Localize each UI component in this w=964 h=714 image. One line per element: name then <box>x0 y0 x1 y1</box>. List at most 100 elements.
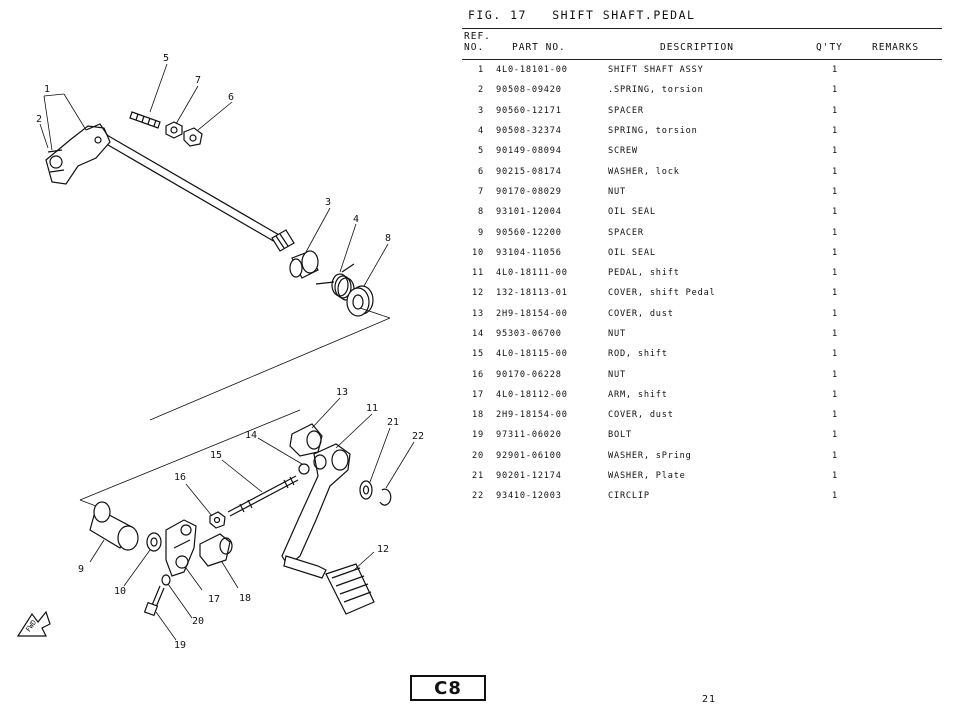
ref-number: 9 <box>478 227 484 238</box>
callout-7: 7 <box>195 75 201 86</box>
part-description: WASHER, sPring <box>608 450 692 461</box>
page-number: 21 <box>702 694 717 705</box>
callout-10: 10 <box>114 586 126 597</box>
quantity: 1 <box>832 207 838 218</box>
part-description: ROD, shift <box>608 349 668 360</box>
screw <box>129 111 161 129</box>
ref-number: 2 <box>478 85 484 96</box>
remarks <box>842 425 942 445</box>
callout-1: 1 <box>44 84 50 95</box>
part-number: 4L0-18101-00 <box>496 65 568 76</box>
part-number: 90149-08094 <box>496 146 562 157</box>
part-description: SPACER <box>608 227 644 238</box>
pedal-rubber <box>325 563 375 615</box>
callout-18: 18 <box>239 593 251 604</box>
spacer <box>289 250 319 279</box>
spacer-large <box>89 501 139 551</box>
ref-number: 12 <box>472 288 484 299</box>
quantity: 1 <box>832 247 838 258</box>
callout-5: 5 <box>163 53 169 64</box>
part-description: SPACER <box>608 105 644 116</box>
callout-20: 20 <box>192 616 204 627</box>
fwd-arrow-icon <box>16 610 51 637</box>
leader-lines <box>39 63 415 641</box>
shift-shaft <box>45 123 295 252</box>
quantity: 1 <box>832 450 838 461</box>
part-description: .SPRING, torsion <box>608 85 704 96</box>
assembly-guide-lines <box>79 307 391 507</box>
quantity: 1 <box>832 186 838 197</box>
header-part-no: PART NO. <box>512 42 566 53</box>
part-description: COVER, dust <box>608 410 674 421</box>
remarks <box>842 121 942 141</box>
ref-number: 10 <box>472 247 484 258</box>
quantity: 1 <box>832 471 838 482</box>
page-code-box: C8 <box>410 675 486 701</box>
remarks <box>842 486 942 506</box>
remarks <box>842 304 942 324</box>
callout-11: 11 <box>366 403 378 414</box>
ref-number: 13 <box>472 308 484 319</box>
bolt <box>143 585 165 617</box>
part-description: NUT <box>608 369 626 380</box>
part-number: 97311-06020 <box>496 430 562 441</box>
header-ref-line1: REF. <box>464 31 491 42</box>
header-remarks: REMARKS <box>872 42 920 53</box>
table-header: REF. NO. PART NO. DESCRIPTION Q'TY REMAR… <box>462 29 942 59</box>
remarks <box>842 385 942 405</box>
callout-12: 12 <box>377 544 389 555</box>
quantity: 1 <box>832 126 838 137</box>
ref-number: 8 <box>478 207 484 218</box>
part-number: 93101-12004 <box>496 207 562 218</box>
part-number: 92901-06100 <box>496 450 562 461</box>
part-description: NUT <box>608 186 626 197</box>
ref-number: 16 <box>472 369 484 380</box>
quantity: 1 <box>832 389 838 400</box>
part-number: 90201-12174 <box>496 471 562 482</box>
ref-number: 18 <box>472 410 484 421</box>
spring-washer <box>161 574 171 586</box>
ref-number: 14 <box>472 329 484 339</box>
header-bottom-rule <box>462 59 942 60</box>
quantity: 1 <box>832 308 838 319</box>
header-top-rule <box>462 28 942 29</box>
part-description: SPRING, torsion <box>608 126 698 137</box>
part-number: 95303-06700 <box>496 329 562 339</box>
part-number: 93410-12003 <box>496 491 562 502</box>
callout-3: 3 <box>325 197 331 208</box>
remarks <box>842 405 942 425</box>
ref-number: 21 <box>472 471 484 482</box>
remarks <box>842 283 942 303</box>
remarks <box>842 243 942 263</box>
quantity: 1 <box>832 85 838 96</box>
quantity: 1 <box>832 288 838 299</box>
header-qty: Q'TY <box>816 42 843 53</box>
part-number: 90560-12171 <box>496 105 562 116</box>
quantity: 1 <box>832 227 838 238</box>
callout-9: 9 <box>78 564 84 575</box>
part-description: SCREW <box>608 146 638 157</box>
remarks <box>842 222 942 242</box>
part-number: 4L0-18112-00 <box>496 389 568 400</box>
quantity: 1 <box>832 105 838 116</box>
ref-number: 17 <box>472 389 484 400</box>
quantity: 1 <box>832 268 838 279</box>
ref-number: 19 <box>472 430 484 441</box>
part-number: 2H9-18154-00 <box>496 308 568 319</box>
figure-title-line: FIG. 17 SHIFT SHAFT.PEDAL <box>468 8 942 22</box>
remarks <box>842 324 942 344</box>
ref-number: 7 <box>478 186 484 197</box>
parts-list-section: FIG. 17 SHIFT SHAFT.PEDAL REF. NO. PART … <box>462 6 942 507</box>
remarks <box>842 161 942 181</box>
